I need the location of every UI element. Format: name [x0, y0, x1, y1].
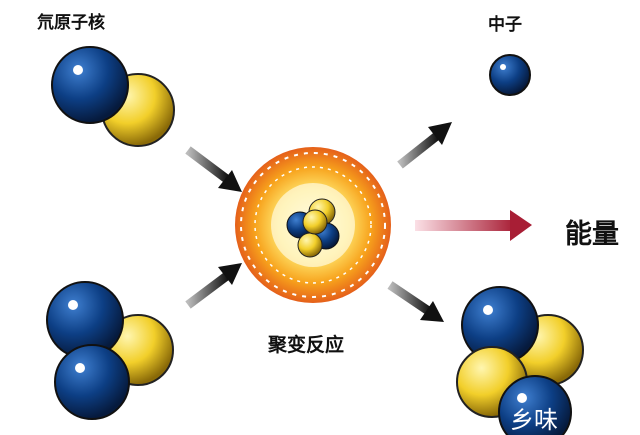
arrow-out-neutron	[397, 122, 452, 169]
neutron-label: 中子	[488, 15, 522, 35]
arrow-out-helium	[387, 281, 444, 322]
fusion-label: 聚变反应	[268, 334, 345, 356]
fusion-burst	[235, 147, 391, 303]
deuterium-nucleus-1	[51, 46, 175, 147]
arrow-in-bottom	[185, 263, 242, 309]
arrow-in-top	[185, 146, 242, 192]
energy-arrow	[415, 210, 532, 241]
deuterium-nucleus-2	[46, 281, 174, 420]
neutron-ball	[489, 54, 531, 96]
helium-nucleus	[456, 286, 584, 435]
energy-label: 能量	[565, 219, 619, 250]
deuterium-label: 氘原子核	[37, 13, 105, 33]
watermark: 乡味	[510, 406, 558, 434]
